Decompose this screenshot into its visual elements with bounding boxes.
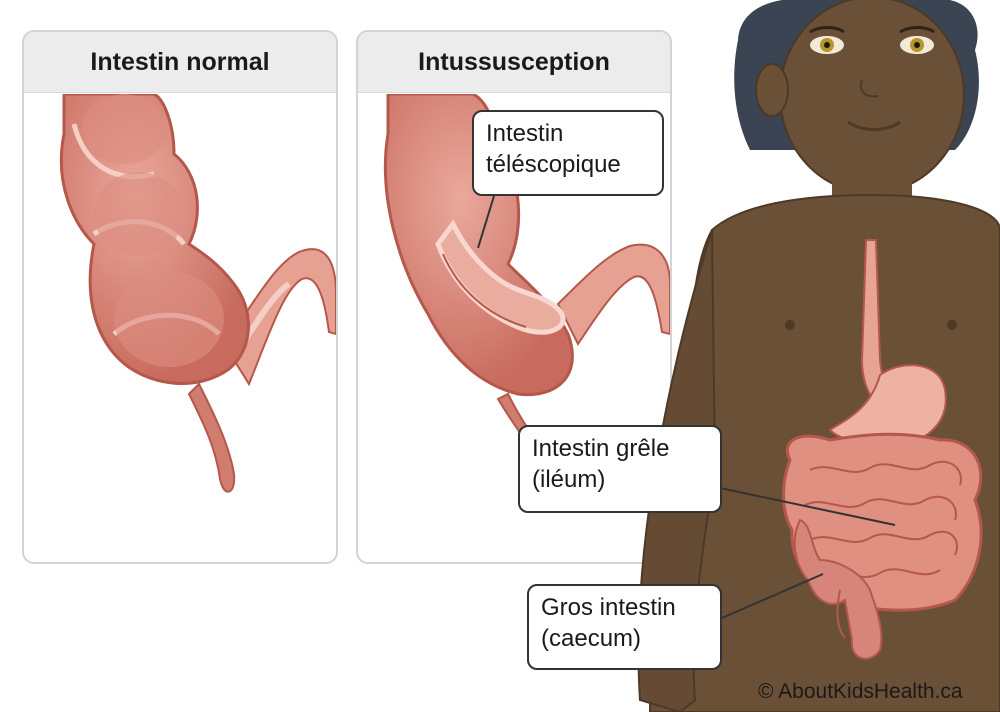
label-ileum-line2: (iléum) <box>532 466 606 493</box>
pointer-ileum <box>719 487 896 526</box>
label-ileum-line1: Intestin grêle <box>532 435 670 462</box>
label-large-intestine: Gros intestin (caecum) <box>527 584 722 670</box>
pointer-telescopic <box>477 195 495 249</box>
label-caecum-line1: Gros intestin <box>541 594 676 621</box>
panel-title-intussusception: Intussusception <box>358 32 670 93</box>
copyright-text: © AboutKidsHealth.ca <box>758 680 963 703</box>
panel-normal-intestine: Intestin normal <box>22 30 338 564</box>
label-caecum-line2: (caecum) <box>541 625 642 652</box>
normal-intestine-illustration <box>59 94 336 493</box>
label-telescopic-line2: téléscopique <box>486 151 621 178</box>
label-telescopic-intestine: Intestin téléscopique <box>472 110 664 196</box>
pointer-caecum <box>721 573 824 619</box>
label-telescopic-line1: Intestin <box>486 120 564 147</box>
panel-title-normal: Intestin normal <box>24 32 336 93</box>
label-small-intestine: Intestin grêle (iléum) <box>518 425 722 513</box>
